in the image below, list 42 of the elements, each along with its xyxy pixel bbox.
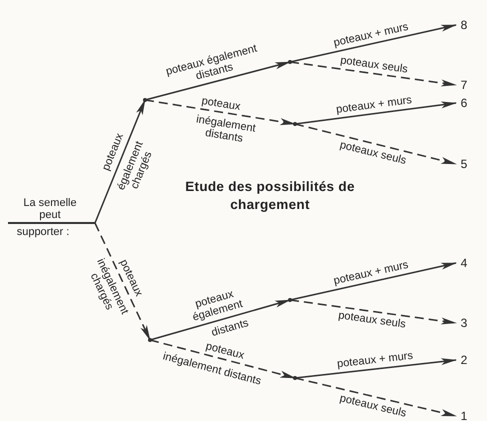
junction-dot — [288, 298, 292, 302]
outcome-number: 4 — [458, 256, 470, 270]
arrow — [290, 262, 457, 301]
edge-label: poteaux — [200, 95, 242, 114]
arrow — [94, 222, 151, 341]
junction-dot — [148, 338, 152, 342]
arrow — [294, 123, 457, 165]
arrow — [94, 99, 146, 224]
junction-dot — [143, 98, 147, 102]
edge-label: poteaux + murs — [336, 350, 413, 370]
arrow — [294, 377, 457, 417]
node-text: La semelle peut — [22, 197, 78, 221]
edge-label: poteaux + murs — [336, 94, 413, 116]
arrow — [290, 61, 457, 86]
junction-dot — [288, 60, 292, 64]
arrow — [290, 24, 457, 63]
edge-label: poteaux seuls — [339, 392, 408, 420]
edge-label: poteaux seuls — [337, 310, 406, 331]
junction-dot — [293, 122, 297, 126]
outcome-number: 3 — [458, 316, 470, 330]
arrow — [150, 299, 291, 341]
branch-label: distants — [210, 316, 250, 339]
edge-label: poteaux + murs — [332, 258, 410, 287]
arrow — [144, 61, 291, 101]
arrow — [290, 299, 457, 324]
outcome-number: 2 — [458, 353, 470, 367]
outcome-number: 8 — [458, 18, 470, 32]
edge-label: poteaux seuls — [340, 54, 409, 76]
edge-label: poteaux + murs — [332, 20, 410, 49]
outcome-number: 6 — [458, 96, 470, 110]
diagram-title: Etude des possibilités de chargement — [185, 178, 355, 214]
outcome-number: 1 — [458, 409, 470, 421]
outcome-number: 5 — [458, 157, 470, 171]
edge-label: poteaux seuls — [338, 138, 408, 167]
branch-label: inégalement distants — [194, 112, 258, 147]
outcome-number: 7 — [458, 78, 470, 92]
node-text: supporter : — [16, 226, 70, 238]
arrow — [294, 101, 457, 125]
arrow — [144, 99, 296, 126]
arrow — [294, 358, 457, 379]
arrow — [150, 339, 296, 379]
junction-dot — [293, 376, 297, 380]
